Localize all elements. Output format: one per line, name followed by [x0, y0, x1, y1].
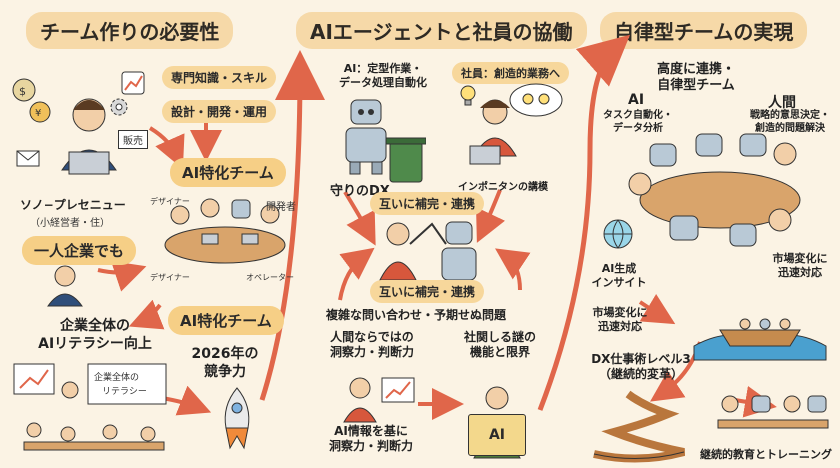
ai-team-pill-1: AI特化チーム: [170, 158, 286, 187]
ai-desc-line-1: タスク自動化・: [603, 110, 673, 121]
training-scene: [712, 390, 832, 444]
chart-icon: [120, 70, 146, 100]
limits-line-2: 機能と限界: [469, 345, 530, 359]
mutual-pill-2: 互いに補完・連携: [370, 280, 485, 303]
solo-company-pill: 一人企業でも: [22, 236, 137, 265]
human-desc-line-1: 戦略的意思決定・: [750, 110, 830, 121]
lightbulb-icon: [458, 84, 478, 112]
board-line-1: 企業全体の: [94, 373, 140, 383]
role-operator: オペレーター: [246, 273, 294, 282]
meeting-scene: [610, 120, 810, 270]
ai-role-line-1: AI：定型作業・: [343, 62, 423, 75]
svg-text:¥: ¥: [35, 108, 41, 119]
skills-pill-1: 専門知識・スキル: [162, 66, 277, 89]
market-bottom-line-2: 迅速対応: [598, 319, 642, 333]
dx-level-line-1: DX仕事術レベル3: [591, 352, 691, 366]
book-icon: AI: [468, 414, 526, 456]
market-top-line-1: 市場変化に: [772, 252, 828, 265]
ai-desc-text: タスク自動化・ データ分析: [588, 110, 688, 135]
thought-bubble: [506, 80, 566, 124]
role-designer-2: デザイナー: [150, 273, 190, 282]
gear-icon: [108, 96, 130, 122]
ai-info-line-2: 洞察力・判断力: [328, 439, 413, 453]
manager-figure-icon: [61, 98, 117, 175]
rocket-icon: [212, 386, 262, 460]
coop-line-2: 自律型チーム: [657, 78, 735, 94]
globe-icon: [600, 216, 636, 256]
analyst-woman: [338, 372, 418, 428]
ai-info-text: AI情報を基に 洞察力・判断力: [316, 424, 426, 454]
board-line-2: リテラシー: [102, 387, 147, 397]
human-desc-line-2: 創造的問題解決: [755, 122, 825, 134]
skills-pill-2: 設計・開発・運用: [162, 100, 277, 123]
limits-text: 社関しる謎の 機能と限界: [450, 330, 550, 360]
education-label: 継続的教育とトレーニング: [700, 448, 832, 461]
sales-tag: 販売: [118, 130, 148, 149]
gen-insight-line-2: インサイト: [591, 275, 647, 289]
gen-insight-line-1: AI生成: [601, 262, 637, 275]
ai-info-line-1: AI情報を基に: [334, 424, 408, 438]
literacy-line-2: AIリテラシー向上: [38, 335, 152, 352]
coop-text: 高度に連携・ 自律型チーム: [636, 62, 756, 95]
solo-person: [40, 262, 90, 312]
market-bottom-line-1: 市場変化に: [592, 306, 648, 319]
header-middle: AIエージェントと社員の協働: [296, 12, 587, 49]
robot-icon: [336, 96, 396, 180]
role-designer-1: デザイナー: [150, 197, 190, 206]
market-text-top: 市場変化に 迅速対応: [760, 252, 840, 280]
person-caption-1: ソノ−プレセニュー: [20, 198, 126, 212]
dx-level-text: DX仕事術レベル3 （継続的変革）: [566, 352, 716, 382]
spiral-stairs-icon: [584, 384, 694, 468]
ai-role-line-2: データ処理自動化: [339, 75, 427, 89]
header-left: チーム作りの必要性: [26, 12, 234, 49]
human-insight-text: 人間ならではの 洞察力・判断力: [322, 330, 422, 360]
staff-role-pill: 社員：創造的業務へ: [452, 62, 569, 84]
envelope-icon: [16, 150, 40, 172]
ai-head: AI: [628, 92, 645, 108]
boat-icon: [690, 296, 830, 370]
human-head: 人間: [768, 95, 796, 111]
stressed-manager: [34, 80, 144, 190]
ai-team-pill-2: AI特化チーム: [168, 306, 284, 335]
year-text: 2026年の 競争力: [180, 346, 270, 381]
ai-role-text: AI：定型作業・ データ処理自動化: [318, 62, 448, 90]
svg-text:$: $: [19, 85, 26, 98]
person-caption-2: （小経営者・住）: [30, 218, 110, 229]
year-line-2: 競争力: [204, 363, 246, 380]
cognitive-label: インポニタンの講模: [458, 182, 548, 193]
complex-issues-label: 複雑な問い合わせ・予期せぬ問題: [326, 308, 507, 322]
limits-line-1: 社関しる謎の: [463, 330, 536, 344]
trash-can-icon: [385, 134, 427, 188]
book-text: AI: [488, 427, 506, 443]
classroom-scene: [10, 360, 170, 460]
human-insight-line-2: 洞察力・判断力: [329, 345, 414, 359]
gen-insight-text: AI生成 インサイト: [584, 262, 654, 290]
market-top-line-2: 迅速対応: [778, 265, 822, 279]
high-five-scene: [370, 214, 490, 288]
year-line-1: 2026年の: [191, 346, 259, 362]
working-woman: [460, 90, 530, 174]
literacy-line-1: 企業全体の: [60, 318, 130, 334]
human-desc-text: 戦略的意思決定・ 創造的問題解決: [740, 110, 840, 135]
mutual-pill-1: 互いに補完・連携: [370, 192, 485, 215]
dx-level-line-2: （継続的変革）: [598, 367, 683, 381]
ai-desc-line-2: データ分析: [613, 122, 663, 134]
role-developer: 開発者: [266, 202, 296, 213]
header-right: 自律型チームの実現: [600, 12, 808, 49]
team-table-scene: [150, 190, 300, 270]
market-text-bottom: 市場変化に 迅速対応: [580, 306, 660, 334]
yen-coin-icon: ¥: [28, 100, 52, 128]
literacy-text: 企業全体の AIリテラシー向上: [20, 318, 170, 353]
human-insight-line-1: 人間ならではの: [330, 330, 414, 344]
coop-line-1: 高度に連携・: [656, 62, 735, 77]
money-bag-icon: $: [10, 74, 38, 106]
